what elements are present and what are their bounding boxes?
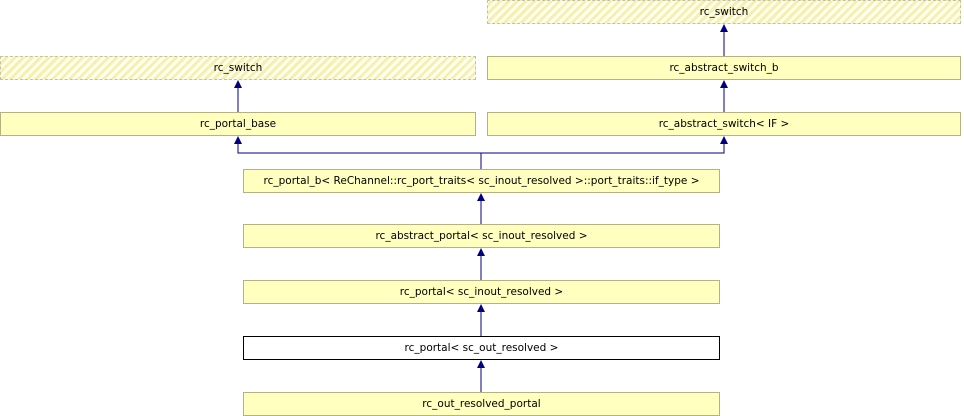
inheritance-arrow — [234, 136, 482, 169]
class-label: rc_abstract_portal< sc_inout_resolved > — [375, 230, 588, 242]
class-node-rc-portal-base[interactable]: rc_portal_base — [0, 112, 476, 136]
class-node-rc-abstract-switch-b[interactable]: rc_abstract_switch_b — [487, 56, 961, 80]
class-node-rc-abstract-portal[interactable]: rc_abstract_portal< sc_inout_resolved > — [243, 224, 720, 248]
class-node-rc-portal-b[interactable]: rc_portal_b< ReChannel::rc_port_traits< … — [243, 169, 720, 193]
class-label: rc_abstract_switch_b — [669, 62, 779, 74]
class-node-rc-switch-left[interactable]: rc_switch — [0, 56, 476, 80]
class-label: rc_portal< sc_out_resolved > — [404, 342, 559, 354]
class-node-rc-portal-inout[interactable]: rc_portal< sc_inout_resolved > — [243, 280, 720, 304]
class-node-rc-out-resolved-portal[interactable]: rc_out_resolved_portal — [243, 392, 720, 416]
class-label: rc_portal_base — [199, 118, 277, 130]
class-node-rc-switch-top[interactable]: rc_switch — [487, 0, 961, 24]
class-label: rc_portal< sc_inout_resolved > — [399, 286, 564, 298]
class-label: rc_switch — [213, 62, 263, 74]
class-node-rc-abstract-switch-if[interactable]: rc_abstract_switch< IF > — [487, 112, 961, 136]
inheritance-arrow — [480, 136, 728, 169]
class-label: rc_switch — [699, 6, 749, 18]
class-node-rc-portal-out-current[interactable]: rc_portal< sc_out_resolved > — [243, 336, 720, 360]
class-label: rc_portal_b< ReChannel::rc_port_traits< … — [263, 175, 700, 187]
class-label: rc_abstract_switch< IF > — [658, 118, 790, 130]
class-label: rc_out_resolved_portal — [422, 398, 541, 410]
